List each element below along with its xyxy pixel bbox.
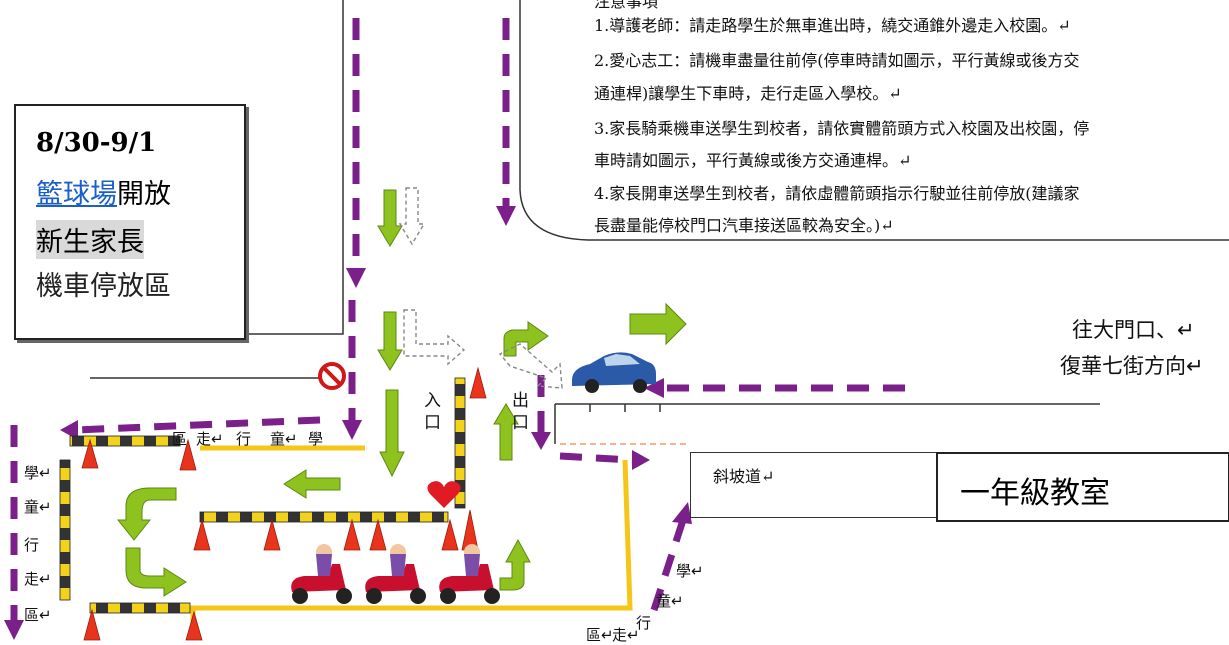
top-walk-label-3: 行	[236, 430, 252, 448]
top-walk-label-5: 學	[308, 430, 324, 448]
ramp-area: 斜坡道↵	[690, 452, 937, 518]
notice-line-2: 2.愛心志工：請機車盡量往前停(停車時請如圖示，平行黃線或後方交	[594, 51, 1080, 70]
car-icon	[572, 352, 656, 393]
top-walk-label-2: 走↵	[196, 430, 224, 448]
right-walk-label-4: 走↵	[612, 626, 640, 644]
exit-label-2: 口	[512, 413, 529, 433]
right-walk-label-2: 童↵	[656, 592, 684, 610]
notice-line-7: 長盡量能停校門口汽車接送區較為安全。)↵	[594, 216, 894, 235]
purple-dash-routes	[10, 18, 905, 620]
info-open-line: 籃球場開放	[36, 172, 171, 211]
parking-info-box: 8/30-9/1 籃球場開放 新生家長 機車停放區	[14, 104, 246, 340]
right-walk-label-3: 行	[636, 614, 652, 632]
left-walk-label-4: 走↵	[24, 570, 52, 588]
entrance-label-2: 口	[424, 413, 441, 433]
traffic-cones	[81, 366, 487, 641]
basketball-court-link[interactable]: 籃球場	[36, 179, 117, 210]
classroom-label: 一年級教室	[960, 476, 1110, 511]
yellow-lines	[190, 445, 633, 630]
entrance-label-1: 入	[424, 391, 441, 411]
left-walk-label-1: 學↵	[24, 464, 52, 482]
notice-title: 注意事項	[594, 0, 659, 11]
top-walk-label-4: 童↵	[270, 430, 298, 448]
right-walk-label-5: 區↵	[586, 626, 614, 644]
heart-icon	[427, 481, 461, 508]
no-entry-icon	[318, 362, 346, 390]
outline-arrows	[398, 187, 563, 389]
scooter-icon	[291, 544, 500, 604]
info-dates: 8/30-9/1	[36, 128, 157, 158]
ramp-label: 斜坡道↵	[713, 467, 775, 486]
right-walk-label-1: 學↵	[676, 562, 704, 580]
notice-line-1: 1.導護老師：請走路學生於無車進出時，繞交通錐外邊走入校園。↵	[594, 16, 1071, 35]
info-open-text: 開放	[117, 179, 171, 210]
classroom-box: 一年級教室	[936, 452, 1229, 522]
top-walk-label-1: 區	[172, 430, 188, 448]
notice-line-6: 4.家長開車送學生到校者，請依虛體箭頭指示行駛並往前停放(建議家	[594, 184, 1080, 203]
green-arrows	[116, 189, 687, 597]
purple-arrow-heads	[4, 206, 692, 640]
to-gate-label-1: 往大門口、↵	[1072, 318, 1195, 342]
exit-label-1: 出	[512, 391, 529, 411]
left-walk-label-3: 行	[24, 536, 40, 554]
info-highlight: 新生家長	[36, 220, 144, 259]
info-parking-area: 機車停放區	[36, 271, 171, 302]
to-gate-label-2: 復華七街方向↵	[1060, 354, 1204, 378]
notice-line-4: 3.家長騎乘機車送學生到校者，請依實體箭頭方式入校園及出校園，停	[594, 119, 1090, 138]
left-walk-label-5: 區↵	[24, 606, 52, 624]
notice-line-3: 通連桿)讓學生下車時，走行走區入學校。↵	[594, 84, 902, 103]
barriers	[59, 377, 466, 614]
left-walk-label-2: 童↵	[24, 498, 52, 516]
notice-line-5: 車時請如圖示，平行黃線或後方交通連桿。↵	[594, 151, 912, 170]
